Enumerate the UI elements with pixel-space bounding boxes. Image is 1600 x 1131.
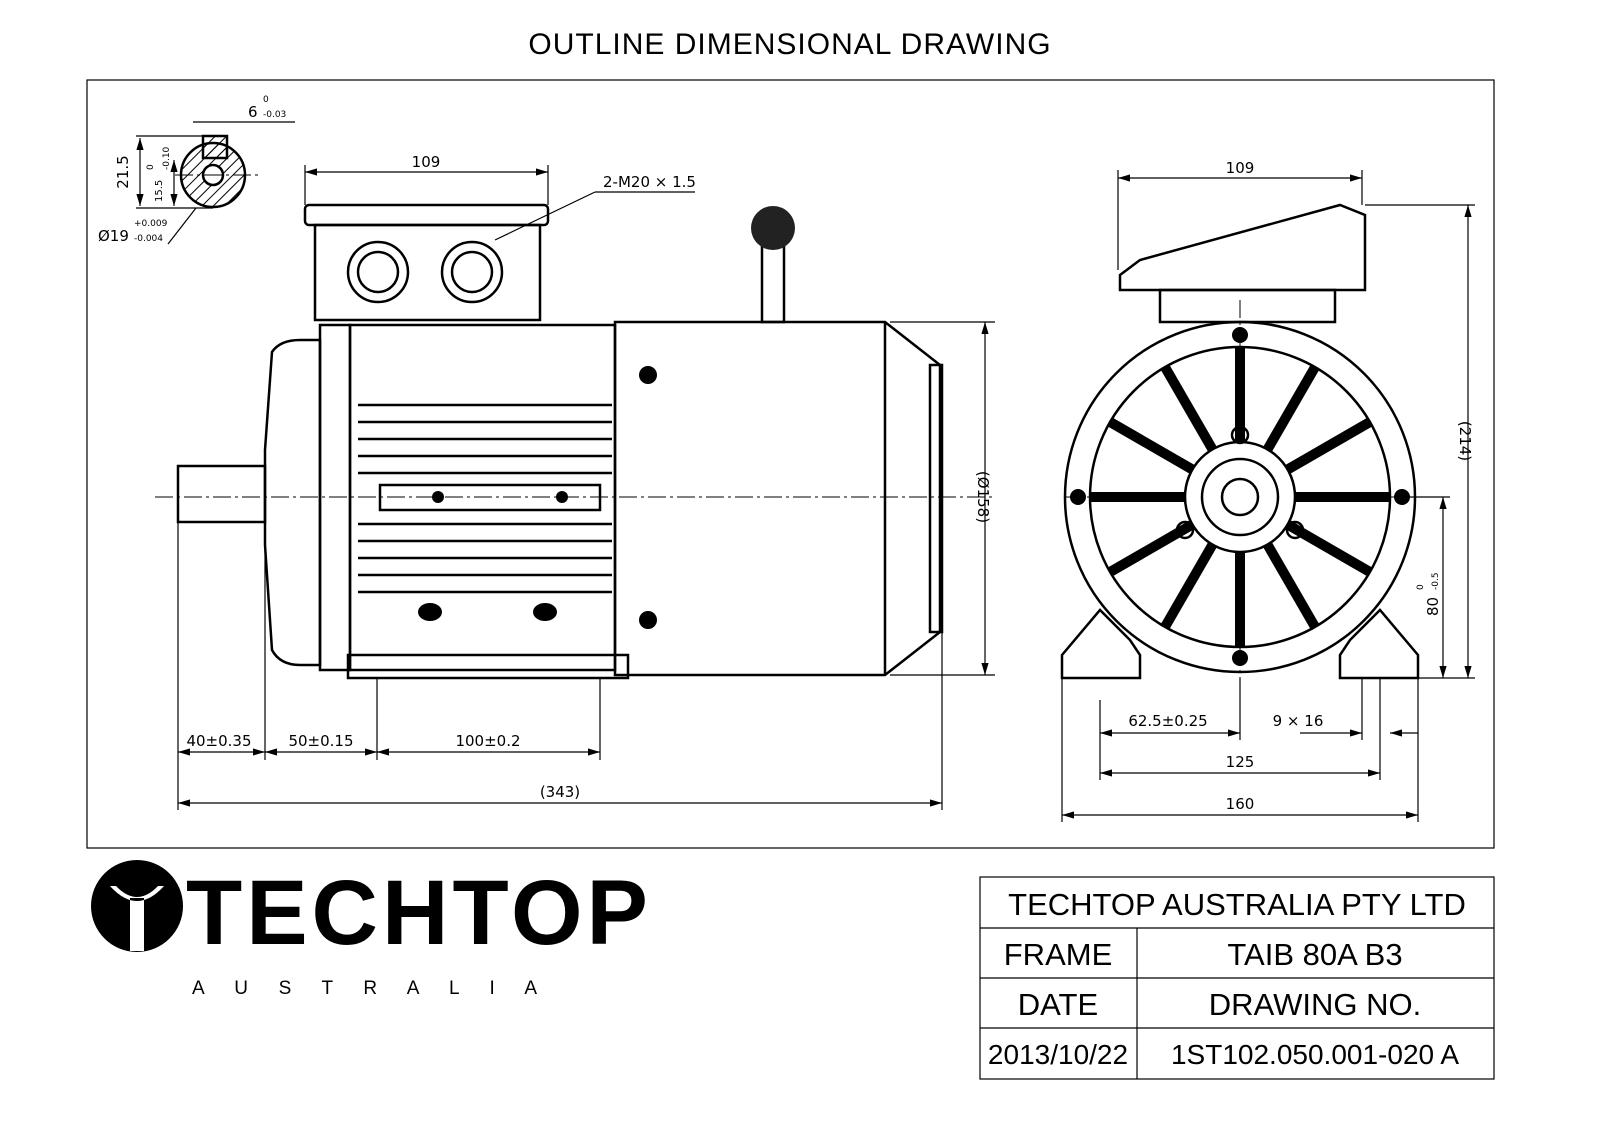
foot-bolt (418, 603, 442, 621)
foot-spacing-label: 100±0.2 (455, 732, 520, 750)
brake-bolt (639, 366, 657, 384)
shaft (176, 464, 267, 524)
half-foot-spacing-label: 62.5±0.25 (1128, 712, 1207, 730)
fan-cover-spoke (1160, 364, 1217, 452)
shaft-height-label: 21.5 (114, 155, 132, 188)
key-width-label: 6 (248, 103, 258, 121)
shaft-height-tol-upper: 0 (1416, 584, 1426, 590)
left-foot (1060, 608, 1142, 680)
foot-bolt (533, 603, 557, 621)
front-terminal-box-width-label: 109 (1226, 159, 1255, 177)
shaft-key (201, 134, 229, 160)
key-depth-tol-lower: -0.10 (162, 146, 172, 170)
frame-label: FRAME (1004, 937, 1113, 972)
shaft-height-80-label: 80 (1424, 597, 1442, 616)
fan-cover-spoke (1285, 417, 1373, 474)
cooling-fins (358, 403, 612, 594)
brake-end-cap (928, 363, 944, 634)
date-value: 2013/10/22 (988, 1039, 1128, 1070)
mounting-feet (346, 653, 630, 680)
drawing-border (86, 79, 1495, 849)
body-diameter-label: (Ø158) (974, 471, 992, 523)
fan-cover-spoke (1160, 542, 1217, 630)
brake-release-lever (760, 243, 786, 324)
fan-cover-spoke (1263, 542, 1320, 630)
title-block: TECHTOP AUSTRALIA PTY LTD FRAME TAIB 80A… (979, 876, 1495, 1080)
drawing-no-label: DRAWING NO. (1209, 987, 1421, 1022)
foot-hole-spacing-label: 125 (1226, 753, 1255, 771)
drawing-title: OUTLINE DIMENSIONAL DRAWING (528, 28, 1051, 61)
shaft-to-foot-label: 50±0.15 (288, 732, 353, 750)
shaft-height-tol-lower: -0.5 (1431, 572, 1441, 590)
shaft-section-detail: 21.5 15.5 0 -0.10 6 0 -0.03 Ø19 +0.009 -… (98, 95, 295, 245)
key-width-tol-lower: -0.03 (263, 110, 286, 120)
key-width-tol-upper: 0 (263, 95, 269, 105)
frame-value: TAIB 80A B3 (1227, 937, 1402, 972)
terminal-box-lid (303, 203, 550, 227)
end-shield (263, 338, 322, 667)
fan-cover-spoke (1263, 364, 1320, 452)
date-label: DATE (1018, 987, 1098, 1022)
diameter-tol-upper: +0.009 (134, 219, 168, 229)
overall-height-label: (214) (1456, 421, 1474, 461)
cable-gland-label: 2-M20 × 1.5 (603, 173, 696, 191)
brake-housing (613, 320, 942, 677)
diameter-label: Ø19 (98, 227, 129, 245)
brake-bolt (639, 611, 657, 629)
fan-cover-spoke (1107, 520, 1195, 577)
cable-gland (440, 240, 504, 304)
cable-gland (346, 240, 410, 304)
side-view: 109 2-M20 × 1.5 (Ø158) 40±0.35 50±0.15 1… (155, 153, 995, 810)
rivet (432, 491, 444, 503)
front-terminal-box (1158, 288, 1337, 324)
terminal-box (313, 223, 542, 322)
foot-hole-label: 9 × 16 (1273, 712, 1324, 730)
drawing-no-value: 1ST102.050.001-020 A (1171, 1039, 1459, 1070)
logo-text: TECHTOP (186, 862, 652, 964)
company-name: TECHTOP AUSTRALIA PTY LTD (1008, 887, 1466, 922)
key-depth-label: 15.5 (154, 180, 165, 202)
techtop-logo: TECHTOP A U S T R A L I A (91, 860, 652, 999)
fan-cover-spoke (1285, 520, 1373, 577)
key-depth-tol-upper: 0 (146, 164, 156, 170)
shaft-length-label: 40±0.35 (186, 732, 251, 750)
nameplate (378, 483, 602, 512)
front-terminal-box-lid (1118, 203, 1367, 292)
right-foot (1338, 608, 1420, 680)
logo-subtext: A U S T R A L I A (192, 978, 537, 999)
diameter-tol-lower: -0.004 (134, 234, 163, 244)
rivet (556, 491, 568, 503)
lever-knob (751, 206, 795, 250)
shaft-end (1220, 477, 1260, 517)
front-view: 109 (214) 80 0 -0.5 62.5±0.25 9 × 16 125… (1060, 159, 1475, 822)
fan-cover-spoke (1107, 417, 1195, 474)
terminal-box-width-label: 109 (412, 153, 441, 171)
foot-width-label: 160 (1226, 795, 1255, 813)
overall-length-label: (343) (540, 783, 580, 801)
